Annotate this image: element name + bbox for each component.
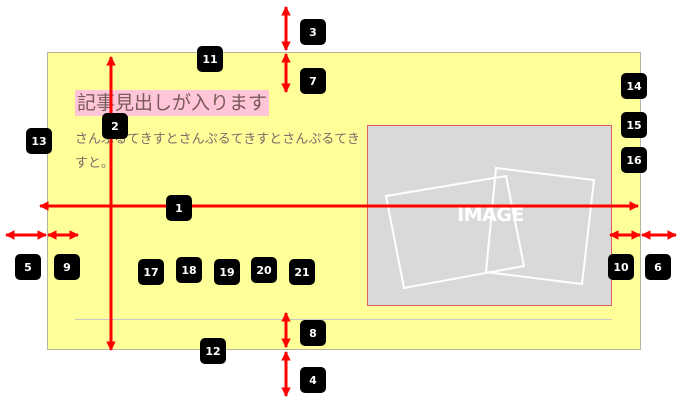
badge-21: 21 [289, 259, 315, 285]
badge-11: 11 [197, 46, 223, 72]
badge-3: 3 [300, 19, 326, 45]
badge-18: 18 [176, 257, 202, 283]
badge-15: 15 [621, 112, 647, 138]
badge-5: 5 [15, 254, 41, 280]
badge-1: 1 [166, 195, 192, 221]
badge-8: 8 [300, 320, 326, 346]
badge-20: 20 [251, 257, 277, 283]
image-placeholder: IMAGE [367, 125, 612, 306]
badge-13: 13 [26, 128, 52, 154]
image-placeholder-icon [384, 166, 596, 290]
badge-7: 7 [300, 68, 326, 94]
badge-16: 16 [621, 147, 647, 173]
badge-4: 4 [300, 367, 326, 393]
badge-10: 10 [608, 254, 634, 280]
badge-14: 14 [621, 73, 647, 99]
badge-2: 2 [102, 113, 128, 139]
card-divider [75, 319, 612, 320]
badge-17: 17 [138, 259, 164, 285]
badge-6: 6 [645, 254, 671, 280]
badge-9: 9 [54, 254, 80, 280]
badge-12: 12 [200, 338, 226, 364]
badge-19: 19 [214, 259, 240, 285]
article-body-text: さんぷるてきすとさんぷるてきすとさんぷるてきすと。 [75, 132, 360, 171]
